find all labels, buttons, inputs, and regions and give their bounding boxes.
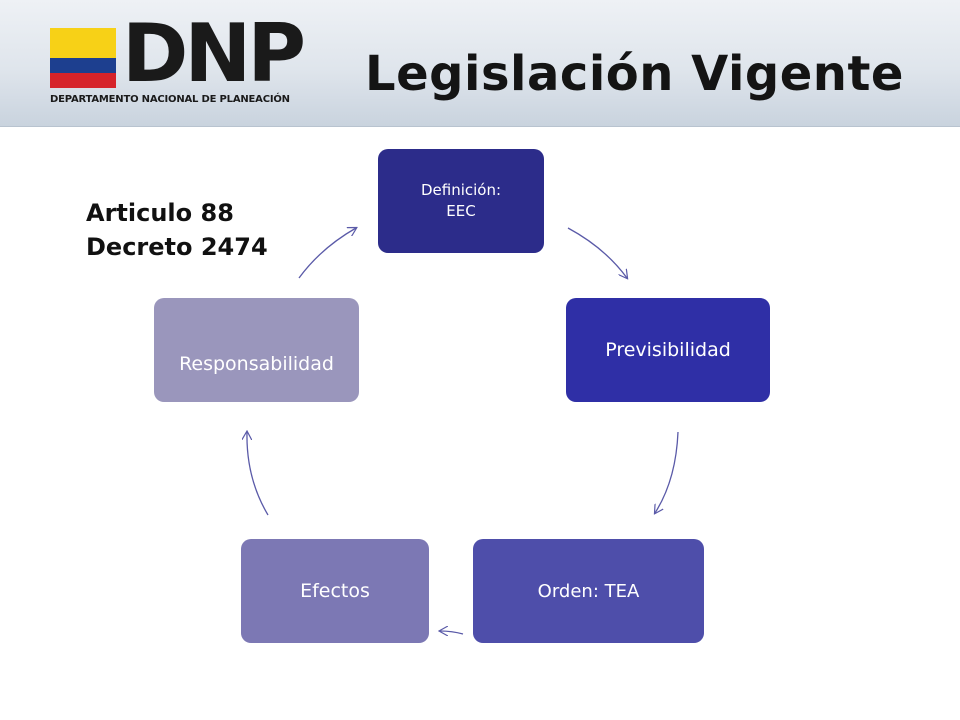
arrow-responsabilidad-to-definicion — [298, 228, 356, 279]
slide-title: Legislación Vigente — [365, 46, 904, 102]
arrow-efectos-to-responsabilidad — [247, 432, 269, 516]
node-efectos-label: Efectos — [300, 580, 370, 602]
node-previsibilidad: Previsibilidad — [566, 298, 770, 402]
node-definicion-line-1: Definición: — [420, 181, 502, 199]
arrow-definicion-to-previsibilidad — [567, 227, 627, 278]
arrow-orden-to-efectos — [440, 631, 464, 634]
node-definicion-line-2: EEC — [446, 202, 476, 220]
node-responsabilidad: Responsabilidad — [154, 298, 359, 402]
node-orden-tea: Orden: TEA — [473, 539, 704, 643]
side-note-line-1: Articulo 88 — [86, 199, 234, 227]
arrow-previsibilidad-to-orden — [655, 431, 679, 513]
logo-subtitle: DEPARTAMENTO NACIONAL DE PLANEACIÓN — [50, 94, 290, 105]
logo-text: DNP — [122, 7, 306, 100]
node-orden-tea-label: Orden: TEA — [537, 580, 640, 602]
side-note-line-2: Decreto 2474 — [86, 233, 268, 261]
colombia-flag-icon — [50, 28, 116, 88]
header-banner: DNP DEPARTAMENTO NACIONAL DE PLANEACIÓN … — [0, 0, 960, 127]
node-definicion: Definición: EEC — [378, 149, 544, 253]
node-efectos: Efectos — [241, 539, 429, 643]
node-responsabilidad-label: Responsabilidad — [179, 353, 334, 375]
dnp-logo: DNP DEPARTAMENTO NACIONAL DE PLANEACIÓN — [50, 14, 306, 108]
node-previsibilidad-label: Previsibilidad — [605, 339, 731, 361]
side-note: Articulo 88 Decreto 2474 — [86, 196, 268, 264]
